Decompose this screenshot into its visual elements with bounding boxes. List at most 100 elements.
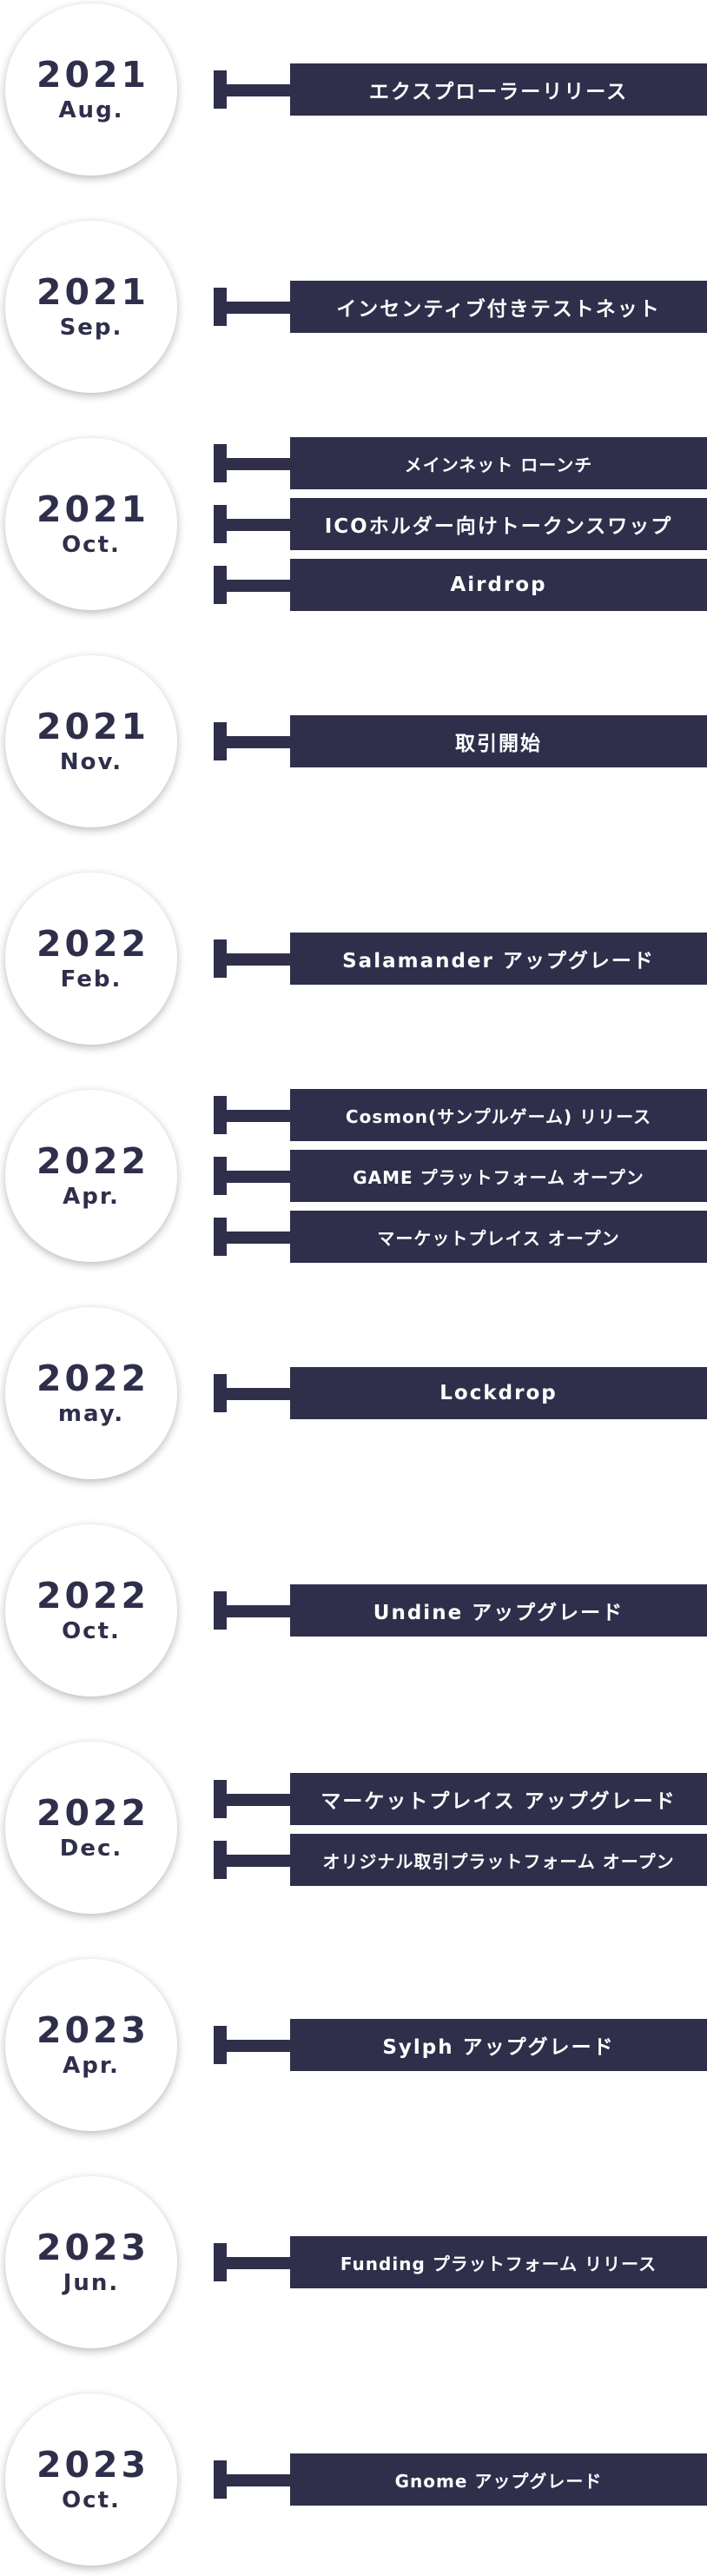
milestone: 2023 Jun. Funding プラットフォーム リリース: [0, 2173, 707, 2355]
connector-cap: [214, 1096, 227, 1134]
date-circle: 2023 Oct.: [5, 2393, 177, 2566]
date-month: Apr.: [63, 2053, 120, 2079]
event-row: インセンティブ付きテストネット: [214, 281, 707, 333]
date-circle: 2022 Apr.: [5, 1090, 177, 1262]
event-label: Salamander アップグレード: [290, 933, 707, 985]
event-label: Undine アップグレード: [290, 1584, 707, 1637]
event-row: エクスプローラーリリース: [214, 63, 707, 116]
event-row: オリジナル取引プラットフォーム オープン: [214, 1834, 707, 1886]
connector-cap: [214, 2460, 227, 2499]
event-row: メインネット ローンチ: [214, 437, 707, 489]
connector-cap: [214, 444, 227, 482]
connector-cap: [214, 288, 227, 326]
connector-cap: [214, 1780, 227, 1818]
connector-line: [226, 1110, 292, 1122]
connector-line: [226, 2474, 292, 2486]
event-row: 取引開始: [214, 715, 707, 767]
date-year: 2023: [36, 2444, 150, 2486]
date-year: 2022: [36, 1140, 150, 1182]
date-month: Aug.: [58, 97, 124, 123]
date-year: 2022: [36, 1792, 150, 1834]
date-month: Nov.: [59, 749, 123, 775]
date-year: 2023: [36, 2227, 150, 2268]
event-row: Airdrop: [214, 559, 707, 611]
event-label: Cosmon(サンプルゲーム) リリース: [290, 1089, 707, 1141]
date-month: may.: [57, 1401, 125, 1427]
connector-cap: [214, 70, 227, 109]
event-label: Lockdrop: [290, 1367, 707, 1419]
event-row: Funding プラットフォーム リリース: [214, 2236, 707, 2288]
event-label: インセンティブ付きテストネット: [290, 281, 707, 333]
connector-line: [226, 302, 292, 314]
connector-cap: [214, 722, 227, 760]
event-label: Gnome アップグレード: [290, 2453, 707, 2506]
connector-cap: [214, 1218, 227, 1256]
date-year: 2021: [36, 706, 150, 747]
date-circle: 2022 may.: [5, 1307, 177, 1479]
date-year: 2023: [36, 2009, 150, 2051]
event-row: Cosmon(サンプルゲーム) リリース: [214, 1089, 707, 1141]
milestone: 2021 Nov. 取引開始: [0, 652, 707, 834]
connector-cap: [214, 1157, 227, 1195]
date-month: Jun.: [63, 2270, 120, 2296]
event-label: エクスプローラーリリース: [290, 63, 707, 116]
connector-line: [226, 580, 292, 592]
connector-line: [226, 458, 292, 470]
event-row: Lockdrop: [214, 1367, 707, 1419]
date-circle: 2021 Aug.: [5, 3, 177, 176]
connector-cap: [214, 939, 227, 978]
date-month: Oct.: [62, 2487, 121, 2513]
connector-line: [226, 1232, 292, 1244]
connector-line: [226, 1605, 292, 1617]
milestone: 2021 Sep. インセンティブ付きテストネット: [0, 217, 707, 400]
connector-line: [226, 2040, 292, 2052]
connector-line: [226, 2257, 292, 2269]
connector-line: [226, 736, 292, 748]
milestone: 2021 Aug. エクスプローラーリリース: [0, 0, 707, 183]
event-row: GAME プラットフォーム オープン: [214, 1150, 707, 1202]
connector-cap: [214, 1591, 227, 1630]
event-label: マーケットプレイス オープン: [290, 1211, 707, 1263]
date-year: 2022: [36, 923, 150, 965]
date-circle: 2021 Oct.: [5, 438, 177, 610]
date-month: Oct.: [62, 1618, 121, 1644]
milestone: 2022 Apr. Cosmon(サンプルゲーム) リリース GAME プラット…: [0, 1086, 707, 1269]
event-label: メインネット ローンチ: [290, 437, 707, 489]
date-month: Sep.: [59, 315, 123, 341]
event-label: Airdrop: [290, 559, 707, 611]
event-label: 取引開始: [290, 715, 707, 767]
event-row: マーケットプレイス オープン: [214, 1211, 707, 1263]
connector-cap: [214, 566, 227, 604]
event-row: Undine アップグレード: [214, 1584, 707, 1637]
milestone: 2023 Apr. Sylph アップグレード: [0, 1955, 707, 2138]
date-month: Apr.: [63, 1184, 120, 1210]
date-circle: 2022 Dec.: [5, 1742, 177, 1914]
event-row: Salamander アップグレード: [214, 933, 707, 985]
connector-line: [226, 1388, 292, 1400]
connector-line: [226, 953, 292, 966]
connector-cap: [214, 2243, 227, 2281]
connector-line: [226, 1794, 292, 1806]
event-label: GAME プラットフォーム オープン: [290, 1150, 707, 1202]
milestone: 2022 Dec. マーケットプレイス アップグレード オリジナル取引プラットフ…: [0, 1738, 707, 1921]
date-month: Oct.: [62, 532, 121, 558]
date-circle: 2022 Feb.: [5, 873, 177, 1045]
event-label: マーケットプレイス アップグレード: [290, 1773, 707, 1825]
connector-line: [226, 84, 292, 96]
connector-line: [226, 519, 292, 531]
connector-line: [226, 1171, 292, 1183]
event-label: Funding プラットフォーム リリース: [290, 2236, 707, 2288]
date-circle: 2022 Oct.: [5, 1524, 177, 1696]
milestone: 2022 Oct. Undine アップグレード: [0, 1521, 707, 1703]
milestone: 2022 may. Lockdrop: [0, 1304, 707, 1486]
date-circle: 2023 Apr.: [5, 1959, 177, 2131]
milestone: 2022 Feb. Salamander アップグレード: [0, 869, 707, 1052]
date-year: 2021: [36, 271, 150, 313]
date-year: 2021: [36, 54, 150, 96]
milestone: 2023 Oct. Gnome アップグレード: [0, 2390, 707, 2573]
connector-cap: [214, 505, 227, 543]
connector-line: [226, 1855, 292, 1867]
milestone: 2021 Oct. メインネット ローンチ ICOホルダー向けトークンスワップ …: [0, 435, 707, 617]
event-label: Sylph アップグレード: [290, 2019, 707, 2071]
